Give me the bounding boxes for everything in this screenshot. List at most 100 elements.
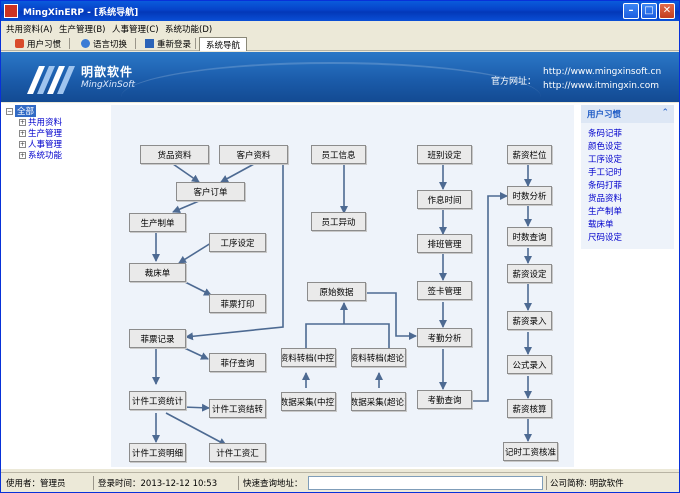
user-habit-panel: 用户习惯 ⌃ 条码记菲 颜色设定 工序设定 手工记时 条码打菲 货品资料 生产制… (581, 105, 674, 249)
node-piece-wage-stats[interactable]: 计件工资统计 (129, 391, 186, 410)
node-schedule[interactable]: 排班管理 (417, 234, 472, 253)
tree-item-label: 生产管理 (28, 129, 63, 139)
close-icon[interactable]: ✕ (659, 3, 675, 19)
expand-icon[interactable]: + (19, 140, 26, 148)
menu-system[interactable]: 系统功能(D) (165, 25, 213, 35)
status-bar: 使用者：管理员 登录时间：2013-12-12 10:53 快速查询地址： 公司… (1, 472, 679, 492)
node-bed-ticket[interactable]: 裁床单 (129, 263, 186, 282)
banner-decoration (121, 62, 541, 102)
node-hourly-wage-approval[interactable]: 记时工资核准 (503, 442, 558, 461)
node-customer-order[interactable]: 客户订单 (176, 182, 245, 201)
collapse-chevron-icon[interactable]: ⌃ (661, 108, 669, 118)
node-employee-change[interactable]: 员工异动 (311, 212, 366, 231)
node-ticket-record[interactable]: 菲票记录 (129, 329, 186, 348)
node-shift-setting[interactable]: 班别设定 (417, 145, 472, 164)
node-piece-wage-settle[interactable]: 计件工资结转 (209, 399, 266, 418)
website-link-1[interactable]: http://www.mingxinsoft.cn (543, 67, 662, 77)
menu-common-data[interactable]: 共用资料(A) (6, 25, 53, 35)
node-collect-zk[interactable]: 数据采集(中控) (281, 392, 336, 411)
habit-link[interactable]: 条码打菲 (588, 181, 623, 191)
header-banner: 明歆软件 MingXinSoft 官方网址： http://www.mingxi… (1, 52, 679, 102)
node-ticket-print[interactable]: 菲票打印 (209, 294, 266, 313)
user-habit-icon (15, 39, 24, 48)
menu-bar: 共用资料(A) 生产管理(B) 人事管理(C) 系统功能(D) (1, 21, 679, 36)
maximize-icon[interactable]: □ (641, 3, 657, 19)
node-goods[interactable]: 货品资料 (140, 145, 209, 164)
node-transfer-cl[interactable]: 资料转档(超论) (351, 348, 406, 367)
language-icon (81, 39, 90, 48)
node-work-time[interactable]: 作息时间 (417, 190, 472, 209)
tree-root[interactable]: − 全部 (6, 105, 37, 117)
status-divider (93, 476, 94, 490)
menu-production[interactable]: 生产管理(B) (59, 25, 106, 35)
node-transfer-zk[interactable]: 资料转档(中控) (281, 348, 336, 367)
relogin-icon (145, 39, 154, 48)
expand-icon[interactable]: + (19, 118, 26, 126)
habit-panel-title: 用户习惯 (587, 110, 622, 120)
tree-root-label: 全部 (15, 105, 37, 117)
toolbar: 用户习惯 语言切换 重新登录 系统导航 (1, 36, 679, 51)
node-process-setting[interactable]: 工序设定 (209, 233, 266, 252)
expand-icon[interactable]: + (19, 151, 26, 159)
node-hour-analysis[interactable]: 时数分析 (507, 186, 552, 205)
website-label: 官方网址： (491, 77, 537, 87)
tab-system-navigation[interactable]: 系统导航 (199, 37, 248, 51)
system-flow-diagram: 货品资料 客户资料 客户订单 生产制单 工序设定 裁床单 菲票打印 菲票记录 菲… (111, 105, 574, 467)
node-customer[interactable]: 客户资料 (219, 145, 288, 164)
node-attendance-analysis[interactable]: 考勤分析 (417, 328, 472, 347)
brand-name: 明歆软件 (81, 65, 134, 79)
expand-icon[interactable]: + (19, 129, 26, 137)
status-login-time: 登录时间：2013-12-12 10:53 (98, 479, 218, 489)
nav-tree: − 全部 + 共用资料 + 生产管理 + 人事管理 + 系统功能 (3, 105, 109, 467)
tree-item-common-data[interactable]: + 共用资料 (19, 117, 63, 128)
habit-link[interactable]: 工序设定 (588, 155, 623, 165)
node-salary-entry[interactable]: 薪资录入 (507, 311, 552, 330)
habit-panel-header[interactable]: 用户习惯 ⌃ (581, 105, 674, 123)
habit-link[interactable]: 载床单 (588, 220, 614, 230)
habit-link[interactable]: 货品资料 (588, 194, 623, 204)
user-habit-button[interactable]: 用户习惯 (15, 37, 61, 50)
collapse-icon[interactable]: − (6, 107, 13, 115)
habit-link[interactable]: 尺码设定 (588, 233, 623, 243)
node-piece-wage-summary[interactable]: 计件工资汇 (209, 443, 266, 462)
node-formula-entry[interactable]: 公式录入 (507, 355, 552, 374)
tree-item-label: 人事管理 (28, 140, 63, 150)
app-icon (4, 4, 18, 18)
node-collect-cl[interactable]: 数据采集(超论) (351, 392, 406, 411)
node-raw-data[interactable]: 原始数据 (307, 282, 366, 301)
node-salary-calc[interactable]: 薪资核算 (507, 399, 552, 418)
quick-url-input[interactable] (308, 476, 543, 490)
title-bar[interactable]: MingXinERP - [系统导航] – □ ✕ (1, 1, 679, 21)
node-hour-query[interactable]: 时数查询 (507, 227, 552, 246)
brand-name-en: MingXinSoft (81, 80, 135, 90)
flow-arrows (152, 146, 532, 446)
node-salary-setting[interactable]: 薪资设定 (507, 264, 552, 283)
node-piece-wage-detail[interactable]: 计件工资明细 (129, 443, 186, 462)
node-production-order[interactable]: 生产制单 (129, 213, 186, 232)
language-switch-button[interactable]: 语言切换 (81, 37, 127, 50)
minimize-icon[interactable]: – (623, 3, 639, 19)
node-attendance-query[interactable]: 考勤查询 (417, 390, 472, 409)
system-nav-label: 系统导航 (206, 40, 241, 51)
tree-item-system[interactable]: + 系统功能 (19, 150, 62, 161)
habit-link[interactable]: 颜色设定 (588, 142, 623, 152)
habit-link[interactable]: 生产制单 (588, 207, 623, 217)
node-employee-info[interactable]: 员工信息 (311, 145, 366, 164)
node-clock-card[interactable]: 签卡管理 (417, 281, 472, 300)
user-habit-label: 用户习惯 (27, 39, 62, 50)
habit-link[interactable]: 手工记时 (588, 168, 623, 178)
status-user: 使用者：管理员 (6, 479, 66, 489)
node-salary-fields[interactable]: 薪资栏位 (507, 145, 552, 164)
menu-hr[interactable]: 人事管理(C) (112, 25, 159, 35)
tree-item-production[interactable]: + 生产管理 (19, 128, 63, 139)
quick-url-label: 快速查询地址： (243, 479, 303, 489)
habit-link[interactable]: 条码记菲 (588, 129, 623, 139)
tree-item-label: 共用资料 (28, 118, 63, 128)
language-switch-label: 语言切换 (93, 39, 128, 50)
tree-item-hr[interactable]: + 人事管理 (19, 139, 63, 150)
toolbar-divider (195, 38, 196, 49)
relogin-button[interactable]: 重新登录 (145, 37, 191, 50)
website-link-2[interactable]: http://www.itmingxin.com (543, 81, 660, 91)
node-tag-query[interactable]: 菲仔查询 (209, 353, 266, 372)
